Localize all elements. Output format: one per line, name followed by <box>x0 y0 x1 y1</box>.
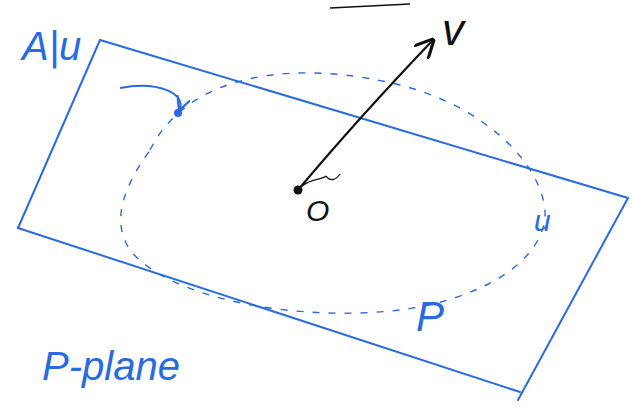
point-a <box>174 109 182 117</box>
vector-label: u⃗ <box>534 206 573 236</box>
vector-arrow <box>298 40 433 190</box>
caption-label: P-plane <box>42 346 180 386</box>
dashed-region <box>121 73 545 313</box>
plane-outline <box>18 40 628 400</box>
origin-label: O <box>306 196 329 226</box>
point-label: A|u⃗ <box>22 26 111 66</box>
vector-label: v⃗ <box>442 8 497 52</box>
scribble <box>330 4 410 8</box>
pointer-arrow <box>120 86 181 108</box>
plane-label: P <box>416 296 444 338</box>
scribble <box>302 174 340 186</box>
